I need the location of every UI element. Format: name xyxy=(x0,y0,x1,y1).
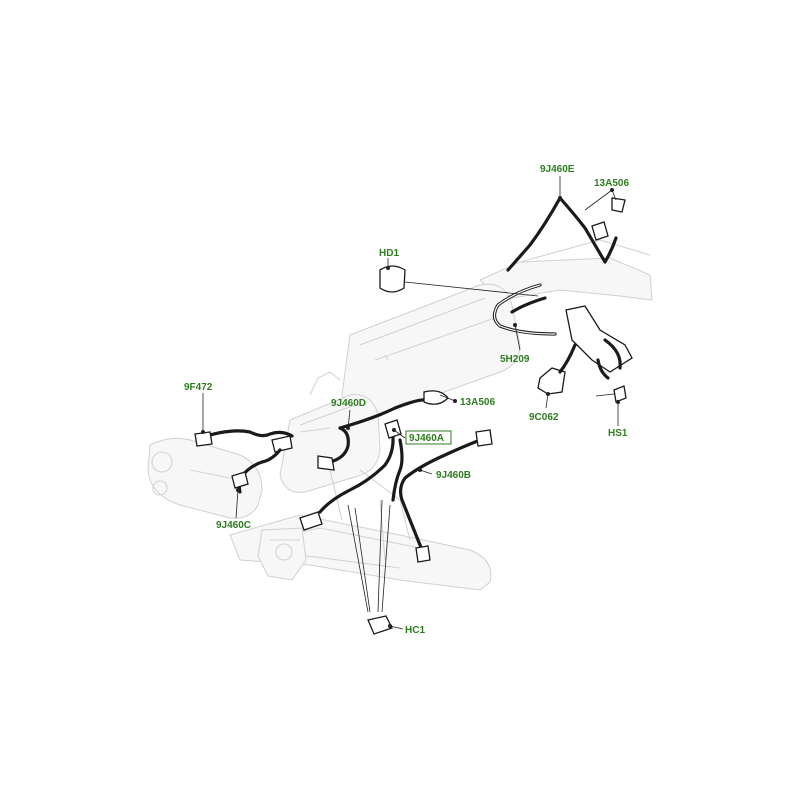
callout-dots xyxy=(201,188,620,628)
label-9j460c: 9J460C xyxy=(216,520,251,531)
label-9j460e: 9J460E xyxy=(540,164,575,175)
label-hc1: HC1 xyxy=(405,625,425,636)
callout-labels: 9J460E 13A506 HD1 5H209 9F472 9J460D 13A… xyxy=(184,164,629,636)
label-hs1: HS1 xyxy=(608,428,628,439)
label-9j460a: 9J460A xyxy=(409,433,444,444)
label-hd1: HD1 xyxy=(379,248,399,259)
label-9f472: 9F472 xyxy=(184,382,213,393)
label-13a506-top: 13A506 xyxy=(594,178,629,189)
wiring-harness xyxy=(194,196,633,635)
exhaust-system-ghost xyxy=(147,239,653,591)
label-5h209: 5H209 xyxy=(500,354,530,365)
label-9j460b: 9J460B xyxy=(436,470,471,481)
label-9j460a-box xyxy=(405,430,452,445)
label-9j460d: 9J460D xyxy=(331,398,366,409)
label-9c062: 9C062 xyxy=(529,412,559,423)
label-13a506-mid: 13A506 xyxy=(460,397,495,408)
